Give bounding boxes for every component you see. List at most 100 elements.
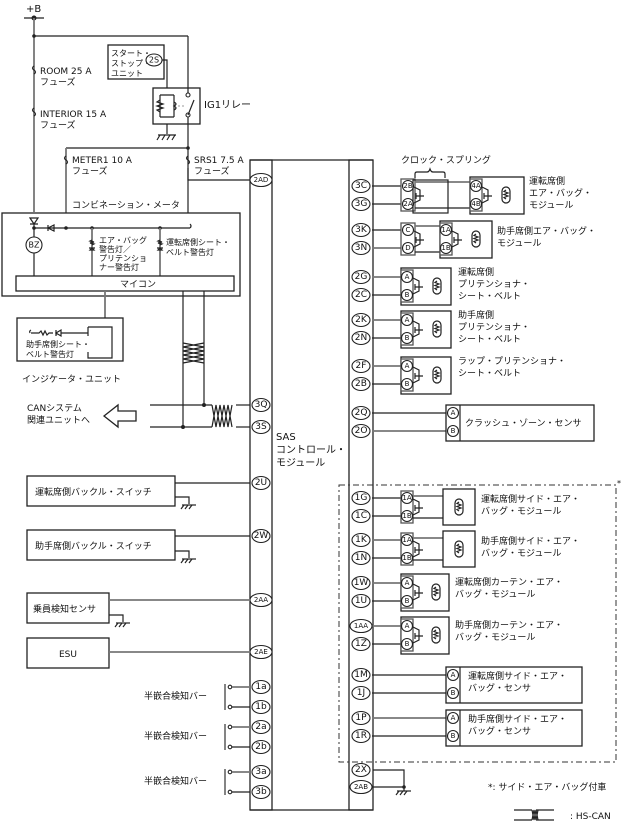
component-label: 運転席側サイド・エア・ — [481, 493, 580, 505]
start-stop-line-3: ユニット — [111, 69, 143, 78]
pin-2AA: 2AA — [249, 592, 273, 608]
pin-1W: 1W — [351, 575, 371, 591]
fuse-room-label: ROOM 25 A — [40, 67, 92, 77]
pin-2G-label: 2G — [355, 272, 368, 282]
module-pin-4B: 4B — [469, 197, 483, 211]
component-label: バッグ・モジュール — [481, 505, 561, 517]
airbag-lamp-icon — [88, 239, 96, 251]
module-connector-icon — [481, 186, 492, 204]
twisted-pair-icon-vertical — [182, 342, 205, 364]
side-module-pin-1B-label: 1B — [402, 554, 411, 562]
clock-spring-label: クロック・スプリング — [401, 154, 491, 166]
side-sensor-pin-A: A — [446, 668, 460, 682]
pin-1C: 1C — [351, 508, 371, 524]
pin-2N-label: 2N — [355, 333, 367, 343]
module-connector-icon — [451, 230, 462, 248]
side-sensor-pin-B-label: B — [451, 689, 456, 697]
component-label: シート・ベルト — [458, 335, 521, 345]
pin-2AA-label: 2AA — [254, 596, 268, 604]
pin-2W-label: 2W — [254, 531, 269, 541]
passenger-buckle-switch-label: 助手席側バックル・スイッチ — [35, 540, 152, 552]
curtain-pin-B-label: B — [405, 640, 410, 648]
pin-1AA-label: 1AA — [354, 622, 368, 630]
indicator-unit-title: インジケータ・ユニット — [22, 374, 121, 385]
side-sensor-pin-A-label: A — [451, 714, 456, 722]
power-label: +B — [26, 4, 41, 15]
pin-2G: 2G — [351, 269, 371, 285]
fuse-meter1-icon — [63, 155, 69, 165]
pin-2AB: 2AB — [349, 779, 373, 795]
pin-2AE-label: 2AE — [254, 648, 268, 656]
side-airbag-group-border — [338, 484, 617, 763]
component-pin-B-label: B — [405, 334, 410, 342]
pin-2K: 2K — [351, 312, 371, 328]
half-fit-bar-label: 半嵌合検知バー — [144, 690, 207, 702]
curtain-pin-B: B — [400, 637, 414, 651]
component-label: バッグ・モジュール — [481, 547, 561, 559]
clock-spring-pin-D-label: D — [405, 244, 410, 252]
sensor-pin-B-label: B — [451, 427, 456, 435]
side-module-connector-icon — [412, 498, 423, 516]
pin-3K-label: 3K — [355, 225, 368, 235]
component-label: プリテンショナ・ — [458, 322, 530, 333]
pin-2O: 2O — [351, 423, 371, 439]
sensor-pin-B: B — [446, 424, 460, 438]
component-pin-B-label: B — [405, 380, 410, 388]
component-label: 助手席側 — [458, 309, 494, 321]
side-module-pin-1A: 1A — [400, 491, 414, 505]
pretensioner-inflator-icon — [432, 320, 442, 338]
side-module-connector-icon — [412, 540, 423, 558]
side-module-pin-1A-label: 1A — [402, 494, 411, 502]
component-label: モジュール — [497, 239, 541, 249]
driver-belt-lamp-label-2: ベルト警告灯 — [166, 247, 214, 257]
component-label: シート・ベルト — [458, 292, 521, 302]
component-pin-B-label: B — [405, 291, 410, 299]
buzzer-label: BZ — [29, 241, 40, 250]
module-pin-1A-label: 1A — [441, 226, 450, 234]
pin-1R-label: 1R — [355, 731, 367, 741]
micom-label: マイコン — [120, 280, 156, 290]
can-label-1: CANシステム — [27, 403, 82, 414]
driver-buckle-switch-label: 運転席側バックル・スイッチ — [35, 486, 152, 498]
curtain-inflator-icon — [431, 583, 441, 601]
side-inflator-icon — [454, 540, 464, 558]
twisted-pair-icon-horizontal — [211, 404, 233, 428]
pin-2C: 2C — [351, 287, 371, 303]
pin-1Z: 1Z — [351, 636, 371, 652]
component-label: バッグ・センサ — [468, 725, 531, 737]
ground-icon-passenger-buckle — [180, 558, 196, 564]
legend-hs-can-icon — [531, 809, 539, 821]
side-sensor-pin-B: B — [446, 686, 460, 700]
pin-2AE: 2AE — [249, 644, 273, 660]
combination-meter-title: コンビネーション・メータ — [72, 200, 180, 211]
pin-1N-label: 1N — [355, 553, 367, 563]
inflator-icon — [471, 230, 481, 248]
side-module-pin-1B: 1B — [400, 551, 414, 565]
pretensioner-connector-icon — [412, 277, 423, 295]
curtain-pin-A-label: A — [405, 579, 410, 587]
ground-icon-sas — [395, 790, 411, 796]
svg-text:2S: 2S — [149, 56, 159, 65]
pin-2O-label: 2O — [355, 426, 368, 436]
esu-box — [26, 637, 110, 669]
curtain-pin-A: A — [400, 576, 414, 590]
clock-spring-pin-C-label: C — [406, 226, 411, 234]
pin-3a: 3a — [251, 764, 271, 780]
component-pin-A-label: A — [405, 273, 410, 281]
ground-icon-driver-buckle — [180, 504, 196, 510]
side-sensor-pin-A: A — [446, 711, 460, 725]
fuse-room-sub: フューズ — [40, 76, 76, 88]
start-stop-line-2: ストップ・ — [111, 59, 151, 68]
airbag-lamp-label-2: 警告灯／ — [99, 244, 131, 254]
fuse-room-icon — [31, 65, 37, 75]
ground-icon-occupant-sensor — [114, 622, 130, 628]
pin-2b-label: 2b — [255, 742, 267, 752]
airbag-lamp-label-4: ナー警告灯 — [99, 262, 139, 272]
pin-3C-label: 3C — [355, 181, 367, 191]
pin-1K-label: 1K — [355, 535, 368, 545]
